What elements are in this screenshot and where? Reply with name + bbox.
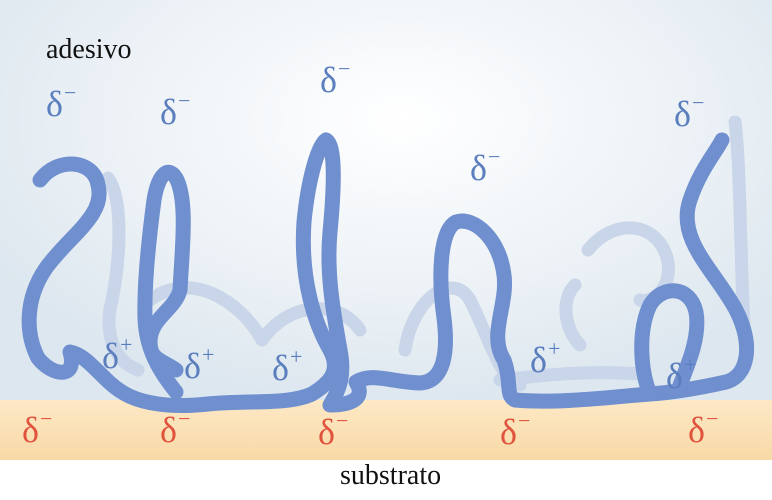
adhesive-negative-charge-2: δ− [160, 94, 190, 130]
faded-chain-4 [500, 373, 640, 380]
substrate-band [0, 400, 772, 460]
adhesive-positive-charge-3: δ+ [272, 350, 302, 386]
adhesive-negative-charge-5: δ− [674, 96, 704, 132]
adhesive-positive-charge-2: δ+ [184, 348, 214, 384]
adhesive-positive-charge-1: δ+ [102, 338, 132, 374]
substrate-negative-charge-5: δ− [688, 412, 718, 448]
substrate-negative-charge-2: δ− [160, 412, 190, 448]
substrate-negative-charge-4: δ− [500, 414, 530, 450]
adhesive-positive-charge-5: δ+ [666, 358, 696, 394]
adhesive-positive-charge-4: δ+ [530, 342, 560, 378]
adhesive-negative-charge-1: δ− [46, 86, 76, 122]
adhesive-negative-charge-4: δ− [470, 150, 500, 186]
substrate-negative-charge-1: δ− [22, 412, 52, 448]
adhesive-label: adesivo [46, 36, 132, 64]
adhesive-negative-charge-3: δ− [320, 62, 350, 98]
substrate-label: substrato [340, 462, 441, 490]
substrate-negative-charge-3: δ− [318, 414, 348, 450]
